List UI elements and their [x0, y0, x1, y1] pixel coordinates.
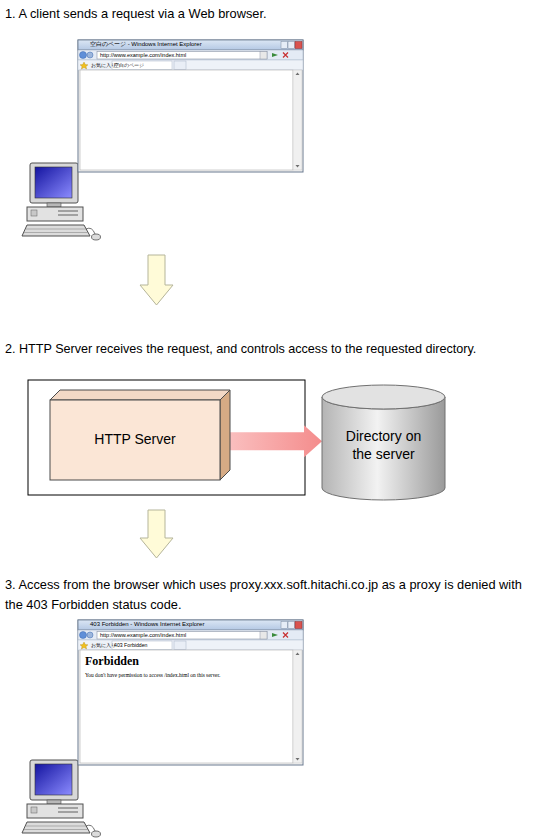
browser-title: 403 Forbidden - Windows Internet Explore… — [90, 621, 204, 628]
step-arrow — [140, 510, 173, 558]
node-label: Directory on the server — [336, 428, 431, 463]
scroll-arrows — [296, 73, 300, 168]
favorites-label: お気に入り — [91, 62, 116, 68]
browser-window — [78, 620, 303, 765]
address-url: http://www.example.com/index.html — [100, 632, 186, 639]
node-label-group: HTTP Server — [50, 400, 220, 480]
browser-frame — [78, 620, 303, 765]
node-label: HTTP Server — [94, 431, 175, 449]
tab-title: 403 Forbidden — [114, 642, 147, 648]
browser-scrollbar — [293, 70, 302, 170]
client-computer — [22, 163, 101, 240]
box-front-face — [50, 400, 220, 480]
tab-title: 空白のページ — [114, 62, 144, 68]
client-computer — [22, 760, 101, 837]
cylinder-top — [322, 385, 445, 409]
step-text: 2. HTTP Server receives the request, and… — [5, 342, 476, 357]
server-box: HTTP Server — [50, 400, 220, 480]
scroll-arrows — [296, 653, 300, 761]
directory-cylinder: Directory on the server — [322, 385, 445, 500]
browser-frame — [78, 40, 303, 172]
step-text: 1. A client sends a request via a Web br… — [5, 6, 267, 21]
browser-window — [78, 40, 303, 172]
step-text: 3. Access from the browser which uses pr… — [5, 575, 535, 615]
browser-content — [80, 70, 293, 170]
node-label-group: Directory on the server — [322, 385, 445, 500]
browser-chrome — [78, 620, 303, 650]
favorites-label: お気に入り — [91, 642, 116, 648]
address-url: http://www.example.com/index.html — [100, 52, 186, 59]
browser-title: 空白のページ - Windows Internet Explorer — [90, 41, 202, 48]
block-arrow — [220, 425, 322, 457]
step-arrow — [140, 255, 173, 305]
browser-content — [80, 650, 293, 763]
box-side-face — [220, 390, 230, 480]
browser-scrollbar — [293, 650, 302, 763]
cylinder-body — [322, 397, 445, 500]
page-message: You don't have permission to access /ind… — [85, 672, 220, 678]
browser-chrome — [78, 40, 303, 70]
box-top-face — [50, 390, 230, 400]
page-heading: Forbidden — [85, 654, 139, 668]
